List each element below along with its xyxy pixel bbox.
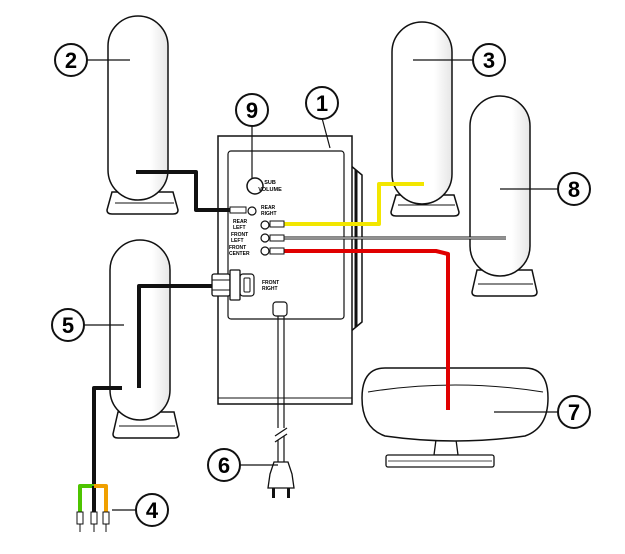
callout-6: 6 bbox=[207, 448, 241, 482]
power-plug bbox=[267, 461, 295, 498]
cable-rear-right bbox=[136, 170, 246, 212]
jack-front-left bbox=[260, 233, 270, 243]
callout-9: 9 bbox=[235, 93, 269, 127]
callout-9-number: 9 bbox=[246, 98, 258, 123]
front-right-label-line2: RIGHT bbox=[262, 286, 278, 292]
front-center-label-line2: CENTER bbox=[229, 251, 250, 257]
callout-1: 1 bbox=[305, 86, 339, 120]
plug-front-center bbox=[269, 247, 285, 255]
callout-8: 8 bbox=[557, 172, 591, 206]
callout-5-number: 5 bbox=[62, 313, 74, 338]
callout-2-number: 2 bbox=[65, 48, 77, 73]
cable-input bbox=[92, 386, 122, 486]
jack-rear-left bbox=[260, 220, 270, 230]
input-plug-green bbox=[78, 484, 94, 512]
callout-3-number: 3 bbox=[483, 48, 495, 73]
callout-8-number: 8 bbox=[568, 177, 580, 202]
callout-1-number: 1 bbox=[316, 91, 328, 116]
plug-front-left bbox=[269, 234, 285, 242]
speaker-front-left bbox=[469, 95, 538, 297]
cable-front-right bbox=[137, 284, 214, 388]
speaker-rear-right bbox=[106, 15, 179, 215]
power-cord bbox=[274, 316, 288, 462]
input-plug-orange bbox=[94, 484, 108, 512]
cable-rear-left bbox=[280, 182, 424, 226]
rear-left-label-line2: LEFT bbox=[233, 225, 246, 231]
db15-port bbox=[239, 273, 255, 297]
db15-plug bbox=[211, 269, 241, 301]
front-left-label-line1: FRONT bbox=[231, 232, 248, 238]
front-center-label-line1: FRONT bbox=[229, 245, 246, 251]
rear-right-label-line2: RIGHT bbox=[261, 211, 277, 217]
callout-7-number: 7 bbox=[568, 400, 580, 425]
callout-7: 7 bbox=[557, 395, 591, 429]
sub-volume-label-line1: SUB bbox=[264, 180, 276, 186]
front-left-label-line2: LEFT bbox=[231, 238, 244, 244]
jack-front-center bbox=[260, 246, 270, 256]
speaker-rear-left bbox=[390, 21, 460, 217]
speaker-front-right bbox=[109, 239, 180, 439]
callout-2: 2 bbox=[54, 43, 88, 77]
callout-3: 3 bbox=[472, 43, 506, 77]
sub-volume-knob bbox=[246, 177, 264, 195]
center-body bbox=[361, 367, 549, 442]
power-socket bbox=[272, 301, 288, 317]
callout-5: 5 bbox=[51, 308, 85, 342]
sub-volume-label-line2: VOLUME bbox=[258, 187, 282, 193]
rear-left-label-line1: REAR bbox=[233, 219, 248, 225]
leader-lines bbox=[84, 59, 558, 511]
audio-jacks bbox=[247, 206, 270, 256]
callout-4-number: 4 bbox=[146, 498, 159, 523]
front-right-label-line1: FRONT bbox=[262, 280, 279, 286]
rear-right-label-line1: REAR bbox=[261, 205, 276, 211]
plug-rear-right bbox=[229, 206, 247, 214]
input-plug-tips bbox=[76, 511, 110, 532]
plug-rear-left bbox=[269, 220, 285, 228]
callout-6-number: 6 bbox=[218, 453, 230, 478]
callout-4: 4 bbox=[135, 493, 169, 527]
speaker-center bbox=[361, 367, 549, 468]
jack-rear-right bbox=[247, 206, 257, 216]
cable-front-center bbox=[280, 249, 450, 410]
